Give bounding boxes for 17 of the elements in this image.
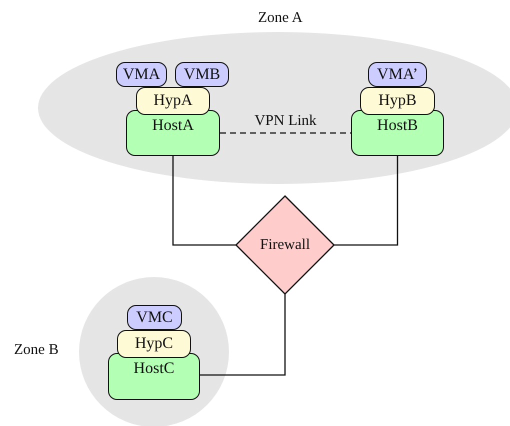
host-box: HostB <box>351 110 444 156</box>
zone-label: Zone A <box>258 10 303 27</box>
hypervisor-box: HypC <box>117 330 191 358</box>
connector-line <box>334 156 398 246</box>
zone-label: Zone B <box>14 342 59 359</box>
hypervisor-box: HypA <box>136 87 210 115</box>
connector-line <box>172 156 236 246</box>
hypervisor-box: HypB <box>360 87 435 115</box>
connector-line <box>220 132 351 134</box>
node-label: Firewall <box>260 236 310 254</box>
vm-box: VMC <box>127 305 182 330</box>
vm-box: VMB <box>175 62 229 87</box>
connector-line <box>200 294 286 376</box>
host-box: HostA <box>126 110 220 156</box>
vm-box: VMA <box>116 62 167 87</box>
host-box: HostC <box>108 353 200 400</box>
vm-box: VMA’ <box>368 62 427 87</box>
